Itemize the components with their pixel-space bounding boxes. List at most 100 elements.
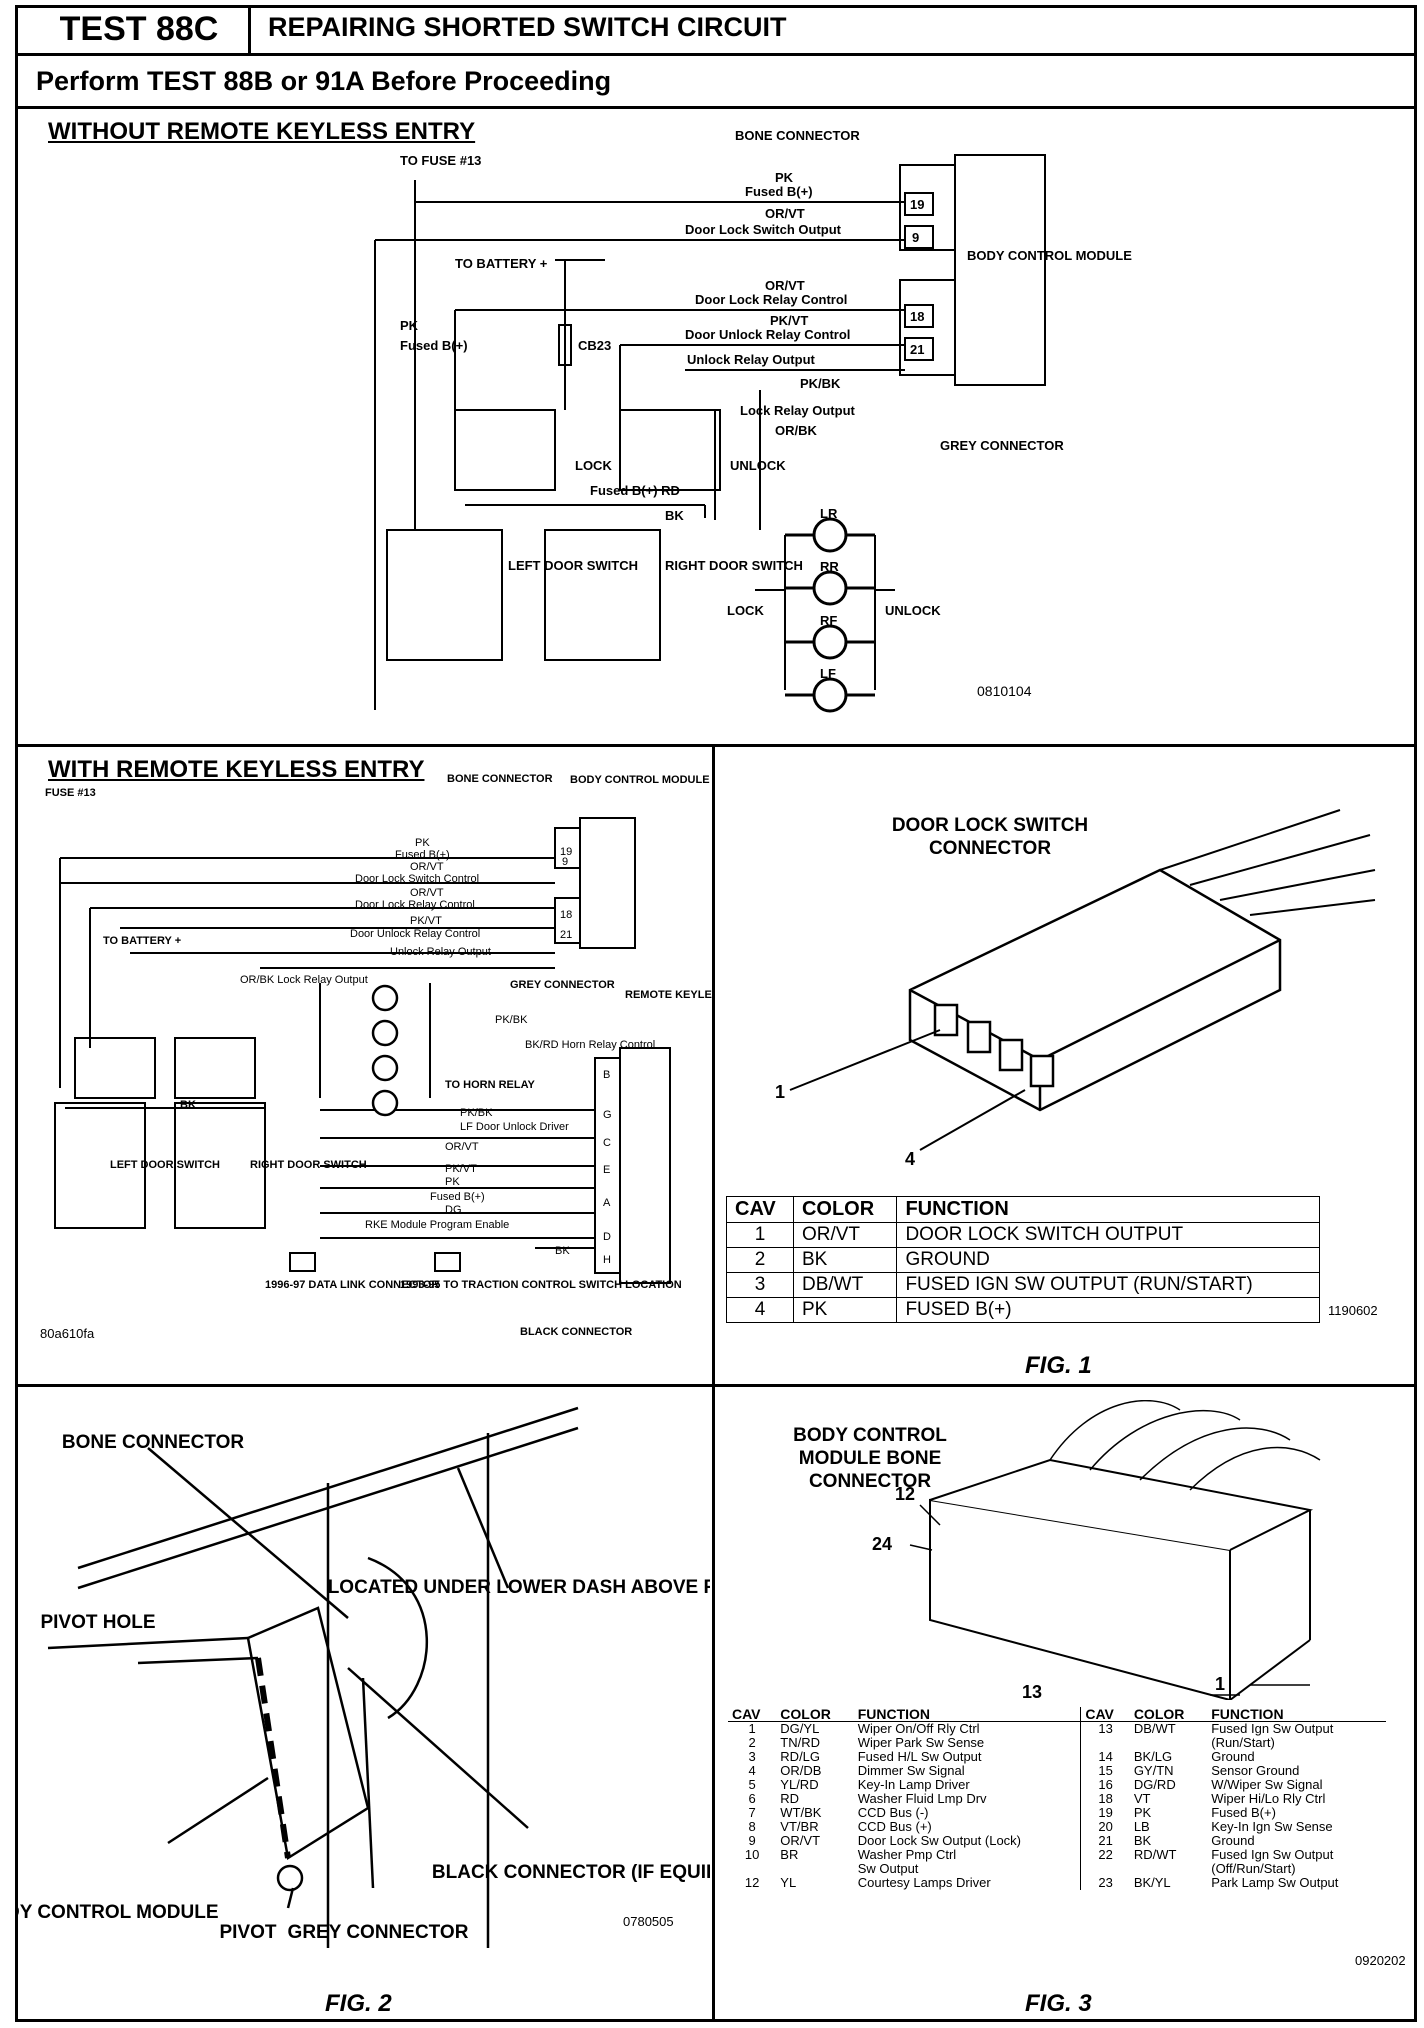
s2-bk: BK bbox=[555, 1245, 570, 1257]
fig3-cav: 7 bbox=[748, 1805, 756, 1820]
s1-lr: LR bbox=[820, 506, 838, 521]
s1-pin-9: 9 bbox=[912, 230, 919, 245]
fig1-cav: 4 bbox=[726, 1297, 794, 1323]
s2-door-lock-switch-control: Door Lock Switch Control bbox=[355, 873, 479, 885]
fig1-cav: 3 bbox=[726, 1272, 794, 1298]
fig3-color: RD bbox=[780, 1791, 800, 1806]
fig3-color: BR bbox=[780, 1847, 799, 1862]
fig3-cav: 5 bbox=[748, 1777, 756, 1792]
section1-title: WITHOUT REMOTE KEYLESS ENTRY bbox=[48, 118, 476, 145]
fig3-cav: 3 bbox=[748, 1749, 756, 1764]
fig1-caption: FIG. 1 bbox=[1025, 1352, 1092, 1379]
s1-rr: RR bbox=[820, 559, 839, 574]
section2-title: WITH REMOTE KEYLESS ENTRY bbox=[48, 756, 425, 783]
s1-grey-connector: GREY CONNECTOR bbox=[940, 438, 1064, 453]
s1-right-door-switch: RIGHT DOOR SWITCH bbox=[665, 558, 803, 573]
s1-pkvt: PK/VT bbox=[770, 313, 808, 328]
fig3-color: WT/BK bbox=[780, 1805, 822, 1820]
page-subtitle: Perform TEST 88B or 91A Before Proceedin… bbox=[36, 66, 612, 96]
s1-door-unlock-relay-control: Door Unlock Relay Control bbox=[685, 327, 850, 342]
s2-pk: PK bbox=[415, 837, 430, 849]
fig3-color2: DB/WT bbox=[1133, 1721, 1176, 1736]
s2-bone-connector: BONE CONNECTOR bbox=[447, 773, 553, 785]
s2-orvt-3: OR/VT bbox=[445, 1141, 479, 1153]
s2-data-link: 1996-97 DATA LINK CONNECTOR bbox=[265, 1279, 439, 1291]
fig3-col-function2: FUNCTION bbox=[1207, 1707, 1386, 1722]
fig1-color: OR/VT bbox=[792, 1222, 898, 1248]
s2-fused-bplus-2: Fused B(+) bbox=[430, 1191, 485, 1203]
fig3-color: YL/RD bbox=[780, 1777, 819, 1792]
s1-door-lock-relay-control: Door Lock Relay Control bbox=[695, 292, 847, 307]
section2-motors bbox=[371, 984, 399, 1117]
fig1-callout-4: 4 bbox=[905, 1149, 915, 1169]
fig3-cav: 10 bbox=[744, 1847, 760, 1862]
fig3-function2: Fused Ign Sw Output bbox=[1211, 1847, 1334, 1862]
fig1-color: PK bbox=[792, 1297, 898, 1323]
fig2-pivot-hole: PIVOT HOLE bbox=[40, 1612, 155, 1633]
fig3-cav2 bbox=[1080, 1736, 1130, 1750]
fig3-caption: FIG. 3 bbox=[1025, 1990, 1092, 2017]
fig3-color2: BK/LG bbox=[1133, 1749, 1173, 1764]
s2-pin-e: E bbox=[603, 1164, 610, 1176]
fig1-col-cav: CAV bbox=[726, 1196, 794, 1223]
s2-pkvt-2: PK/VT bbox=[445, 1163, 477, 1175]
fig3-color2: GY/TN bbox=[1133, 1763, 1174, 1778]
divider-mid2 bbox=[15, 1384, 1417, 1387]
s1-code: 0810104 bbox=[977, 683, 1032, 699]
s2-lf-unlock-driver: LF Door Unlock Driver bbox=[460, 1121, 569, 1133]
fig3-cav2: 19 bbox=[1080, 1806, 1130, 1820]
fig1-function: GROUND bbox=[896, 1247, 1320, 1273]
fig3-function: Sw Output bbox=[857, 1861, 919, 1876]
s2-pkvt: PK/VT bbox=[410, 915, 442, 927]
fig3-color2 bbox=[1130, 1736, 1207, 1750]
fig3-callout-12: 12 bbox=[895, 1484, 915, 1504]
s2-pin-a: A bbox=[603, 1197, 611, 1209]
fig3-cav: 6 bbox=[748, 1791, 756, 1806]
s2-fused-bplus: Fused B(+) bbox=[395, 849, 450, 861]
fig1-function: FUSED IGN SW OUTPUT (RUN/START) bbox=[896, 1272, 1320, 1298]
s1-orvt-2: OR/VT bbox=[765, 278, 805, 293]
s2-fuse13: FUSE #13 bbox=[45, 787, 96, 799]
s1-lf: LF bbox=[820, 666, 836, 681]
divider-mid1 bbox=[15, 744, 1417, 747]
s2-black-connector: BLACK CONNECTOR bbox=[520, 1326, 632, 1338]
fig3-cav: 12 bbox=[744, 1875, 760, 1890]
s2-pkbk-2: PK/BK bbox=[460, 1107, 493, 1119]
fig2-grey-connector: GREY CONNECTOR bbox=[288, 1922, 469, 1943]
s2-pin-d: D bbox=[603, 1231, 611, 1243]
s2-right-door-switch: RIGHT DOOR SWITCH bbox=[250, 1159, 367, 1171]
s2-unlock-relay-output: Unlock Relay Output bbox=[390, 946, 491, 958]
fig3-color2: DG/RD bbox=[1133, 1777, 1176, 1792]
fig2-illustration: BONE CONNECTOR PIVOT HOLE LOCATED UNDER … bbox=[18, 1406, 710, 1948]
fig3-cav: 9 bbox=[748, 1833, 756, 1848]
fig3-cav: 8 bbox=[748, 1819, 756, 1834]
header-test-box: TEST 88C bbox=[30, 5, 251, 53]
fig3-cav2: 16 bbox=[1080, 1778, 1130, 1792]
fig1-cav: 1 bbox=[726, 1222, 794, 1248]
s2-pin-g: G bbox=[603, 1109, 612, 1121]
fig3-col-cav: CAV bbox=[728, 1707, 777, 1722]
fig3-cav2: 15 bbox=[1080, 1764, 1130, 1778]
s2-pin-19: 19 bbox=[560, 846, 572, 858]
fig3-col-color2: COLOR bbox=[1129, 1707, 1208, 1722]
fig1-color: DB/WT bbox=[792, 1272, 898, 1298]
fig3-color2: VT bbox=[1133, 1791, 1151, 1806]
s1-bone-connector: BONE CONNECTOR bbox=[735, 128, 860, 143]
fig3-function: Wiper On/Off Rly Ctrl bbox=[857, 1721, 980, 1736]
fig3-color: OR/VT bbox=[780, 1833, 821, 1848]
s1-bcm: BODY CONTROL MODULE bbox=[967, 248, 1132, 263]
s1-unlock-2: UNLOCK bbox=[885, 603, 941, 618]
fig3-function2: Ground bbox=[1211, 1749, 1255, 1764]
s2-dg: DG bbox=[445, 1204, 462, 1216]
fig2-located: LOCATED UNDER LOWER DASH ABOVE RIGHT KIC… bbox=[328, 1577, 710, 1598]
s2-orvt-2: OR/VT bbox=[410, 887, 444, 899]
fig1-color: BK bbox=[792, 1247, 898, 1273]
fig1-function: DOOR LOCK SWITCH OUTPUT bbox=[896, 1222, 1320, 1248]
